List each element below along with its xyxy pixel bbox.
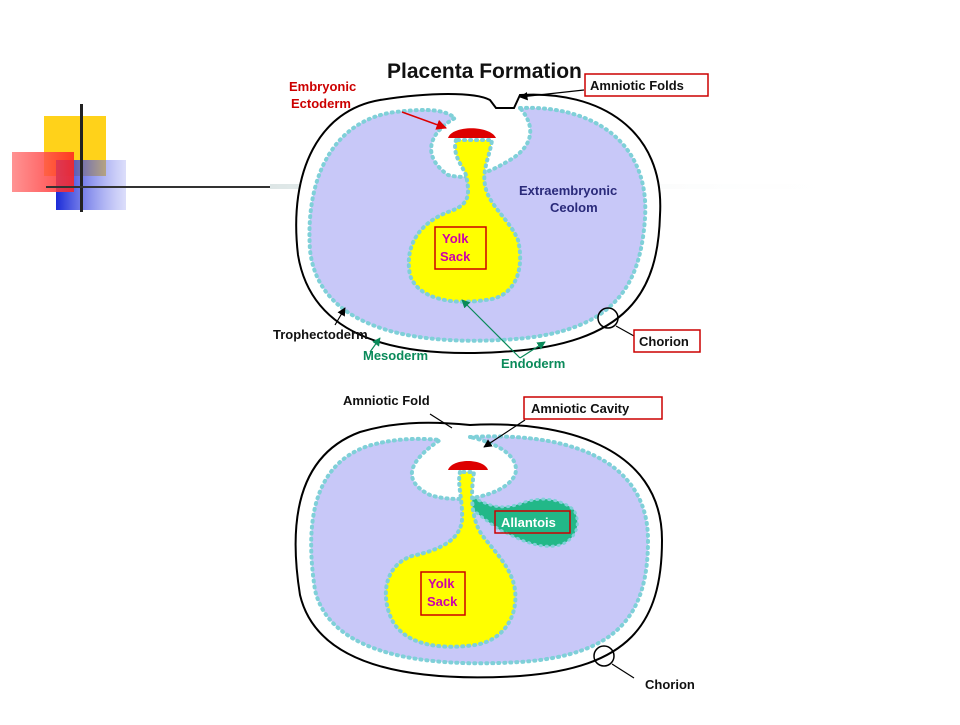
label-amniotic-folds: Amniotic Folds (590, 78, 684, 93)
bottom-yolk-sack (383, 470, 518, 649)
top-diagram: Placenta Formation Embryonic Ectoderm Am… (273, 60, 709, 371)
top-yolk-sack (406, 138, 523, 304)
top-embryonic-ectoderm (448, 128, 496, 138)
label-yolk-top: Yolk (442, 231, 469, 246)
chorion-box (633, 329, 701, 353)
amniotic-cavity-box (523, 396, 663, 420)
label-amniotic-cavity: Amniotic Cavity (531, 401, 630, 416)
label-yolk-bottom: Yolk (428, 576, 455, 591)
bottom-chorion-marker (593, 645, 615, 667)
label-chorion-top: Chorion (639, 334, 689, 349)
top-yolk-box (434, 226, 487, 270)
label-amniotic-fold: Amniotic Fold (343, 393, 430, 408)
label-endoderm: Endoderm (501, 356, 565, 371)
label-trophectoderm: Trophectoderm (273, 327, 368, 342)
label-ectoderm: Ectoderm (291, 96, 351, 111)
label-mesoderm: Mesoderm (363, 348, 428, 363)
bottom-embryonic-ectoderm (448, 461, 488, 470)
label-embryonic: Embryonic (289, 79, 356, 94)
label-allantois: Allantois (501, 515, 556, 530)
allantois-box (494, 510, 571, 534)
amniotic-folds-box (584, 73, 709, 97)
label-extraembryonic: Extraembryonic (519, 183, 617, 198)
top-chorion-marker (597, 307, 619, 329)
label-chorion-bottom: Chorion (645, 677, 695, 692)
bottom-diagram: Amniotic Fold Amniotic Cavity Allantois … (294, 393, 695, 692)
label-ceolom: Ceolom (550, 200, 598, 215)
label-sack-top: Sack (440, 249, 471, 264)
label-sack-bottom: Sack (427, 594, 458, 609)
bottom-yolk-box (420, 571, 466, 616)
diagram-title: Placenta Formation (387, 60, 582, 83)
